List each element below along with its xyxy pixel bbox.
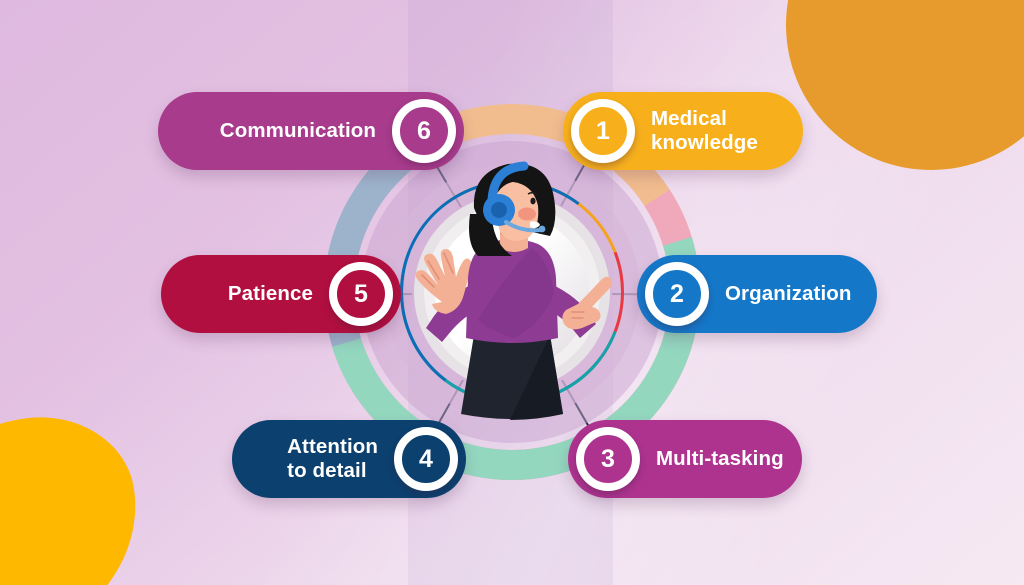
left-hand xyxy=(415,249,472,314)
badge-number-organization[interactable]: 2 xyxy=(645,262,709,326)
pill-medical-knowledge[interactable]: 1 Medical knowledge xyxy=(563,92,803,170)
headset-earcup-inner xyxy=(491,202,507,218)
pill-communication[interactable]: Communication 6 xyxy=(158,92,464,170)
badge-number-attention-to-detail[interactable]: 4 xyxy=(394,427,458,491)
hair-lower xyxy=(469,214,512,256)
character-svg xyxy=(415,161,612,420)
mouth xyxy=(530,221,540,229)
badge-number-communication[interactable]: 6 xyxy=(392,99,456,163)
pill-multi-tasking[interactable]: 3 Multi-tasking xyxy=(568,420,802,498)
badge-number-medical-knowledge[interactable]: 1 xyxy=(571,99,635,163)
eye xyxy=(530,197,536,205)
pill-organization[interactable]: 2 Organization xyxy=(637,255,877,333)
pill-label-organization: Organization xyxy=(725,282,852,306)
right-hand-pointing xyxy=(562,276,612,330)
badge-number-multi-tasking[interactable]: 3 xyxy=(576,427,640,491)
pill-label-medical-knowledge: Medical knowledge xyxy=(651,107,758,154)
cheek-blush xyxy=(518,207,536,221)
skirt-shadow xyxy=(510,335,563,420)
pill-label-patience: Patience xyxy=(227,282,313,306)
headset-band xyxy=(487,161,529,205)
eyebrow xyxy=(527,191,539,196)
pill-label-attention-to-detail: Attention to detail xyxy=(287,435,378,482)
pill-label-multi-tasking: Multi-tasking xyxy=(656,447,784,471)
blouse-shade xyxy=(478,248,554,338)
pill-label-communication: Communication xyxy=(219,119,376,143)
woman-with-headset-illustration xyxy=(382,152,642,452)
pill-attention-to-detail[interactable]: Attention to detail 4 xyxy=(232,420,466,498)
mic-tip xyxy=(538,225,546,233)
mic-boom xyxy=(504,220,542,233)
badge-number-patience[interactable]: 5 xyxy=(329,262,393,326)
pill-patience[interactable]: Patience 5 xyxy=(161,255,401,333)
